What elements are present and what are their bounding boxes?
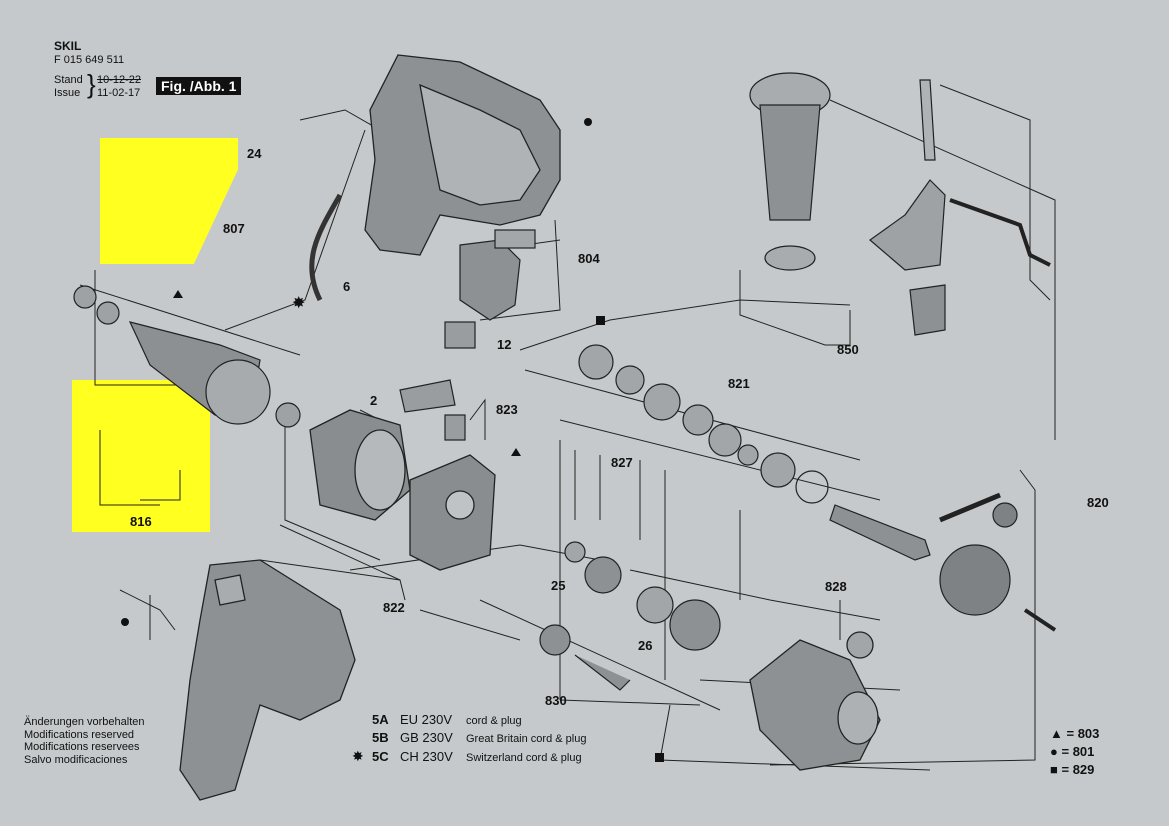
- part-label-828: 828: [825, 579, 847, 594]
- legend-row: ▲ = 803: [1050, 726, 1099, 744]
- disclaimer-fr: Modifications reservees: [24, 741, 140, 753]
- part-label-850: 850: [837, 342, 859, 357]
- part-label-830: 830: [545, 693, 567, 708]
- highlight-brush-kit-816: [72, 380, 210, 532]
- legend-row: ● = 801: [1050, 744, 1099, 762]
- square-icon: ■: [1050, 762, 1058, 777]
- part-label-827: 827: [611, 455, 633, 470]
- part-code: F 015 649 511: [54, 54, 125, 66]
- disclaimer-es: Salvo modificaciones: [24, 753, 128, 766]
- stand-date: 10-12-22: [97, 74, 142, 86]
- legend-value: = 801: [1061, 744, 1095, 759]
- disclaimer: Änderungen vorbehalten Modifications res…: [24, 716, 144, 766]
- variant-code: 5B: [372, 730, 389, 745]
- part-label-24: 24: [247, 146, 262, 161]
- circle-icon: ●: [1050, 744, 1058, 759]
- disclaimer-de: Änderungen vorbehalten: [24, 716, 145, 728]
- asterisk-icon: ✸: [352, 748, 364, 764]
- part-label-807: 807: [223, 221, 245, 236]
- cord-variants: 5A EU 230V cord & plug 5B GB 230V Great …: [352, 712, 586, 766]
- brand-name: SKIL: [54, 39, 82, 53]
- variant-row: 5A EU 230V cord & plug: [352, 712, 586, 730]
- disclaimer-en: Modifications reserved: [24, 728, 135, 741]
- part-label-6: 6: [343, 279, 351, 294]
- stand-label: Stand: [54, 74, 83, 86]
- part-label-821: 821: [728, 376, 750, 391]
- part-label-804: 804: [578, 251, 600, 266]
- variant-desc: Switzerland cord & plug: [466, 752, 582, 764]
- variant-voltage: CH 230V: [400, 749, 453, 764]
- legend-value: = 829: [1061, 762, 1095, 777]
- variant-voltage: EU 230V: [400, 712, 453, 727]
- part-label-820: 820: [1087, 495, 1109, 510]
- part-label-12: 12: [497, 337, 512, 352]
- brace-glyph: }: [87, 69, 96, 99]
- part-label-2: 2: [370, 393, 378, 408]
- variant-voltage: GB 230V: [400, 730, 453, 745]
- part-label-25: 25: [551, 578, 566, 593]
- part-label-816: 816: [130, 514, 152, 529]
- issue-date: 11-02-17: [97, 87, 141, 99]
- variant-row: 5B GB 230V Great Britain cord & plug: [352, 730, 586, 748]
- triangle-icon: ▲: [1050, 726, 1063, 741]
- variant-row: ✸ 5C CH 230V Switzerland cord & plug: [352, 748, 586, 766]
- part-label-822: 822: [383, 600, 405, 615]
- legend-value: = 803: [1066, 726, 1100, 741]
- variant-code: 5A: [372, 712, 389, 727]
- part-label-26: 26: [638, 638, 653, 653]
- variant-desc: Great Britain cord & plug: [466, 733, 587, 745]
- issue-label: Issue: [54, 87, 81, 99]
- variant-code: 5C: [372, 749, 389, 764]
- symbol-legend: ▲ = 803 ● = 801 ■ = 829: [1050, 726, 1099, 780]
- figure-label: Fig. /Abb. 1: [156, 77, 242, 95]
- part-label-823: 823: [496, 402, 518, 417]
- legend-row: ■ = 829: [1050, 762, 1099, 780]
- svg-text:✸: ✸: [292, 295, 305, 312]
- variant-desc: cord & plug: [466, 715, 522, 727]
